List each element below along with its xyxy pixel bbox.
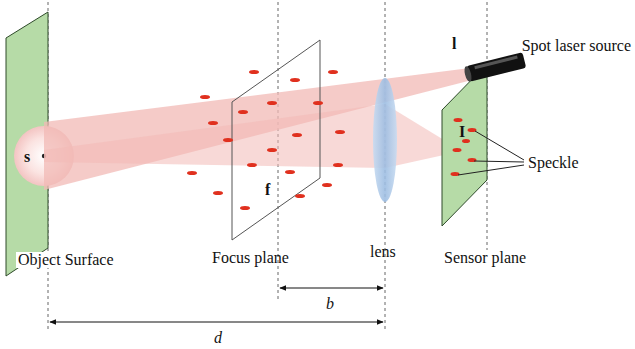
part-label: lens [370,244,396,260]
dimension-label: b [326,296,334,312]
symbol-label: s [24,149,30,165]
dimension-b [280,288,383,289]
laser-beam [44,68,472,190]
dimension-label: d [214,330,222,346]
leader-lines [458,131,524,175]
part-label: Sensor plane [444,250,526,266]
speckle-dots [187,70,345,210]
part-label: Object Surface [16,252,116,268]
symbol-label: f [265,182,270,198]
focus-plane [232,40,320,240]
sensor-speckles [451,118,477,176]
laser-source [463,52,526,82]
title-label: Spot laser source [522,38,631,54]
part-label: Speckle [528,155,579,171]
scatter-beam [44,104,385,168]
lens [373,78,397,202]
part-label: Focus plane [212,250,289,266]
dimension-d [50,322,383,323]
symbol-label: I [459,124,465,140]
symbol-label: l [452,36,456,52]
sensor-plane [442,64,487,226]
